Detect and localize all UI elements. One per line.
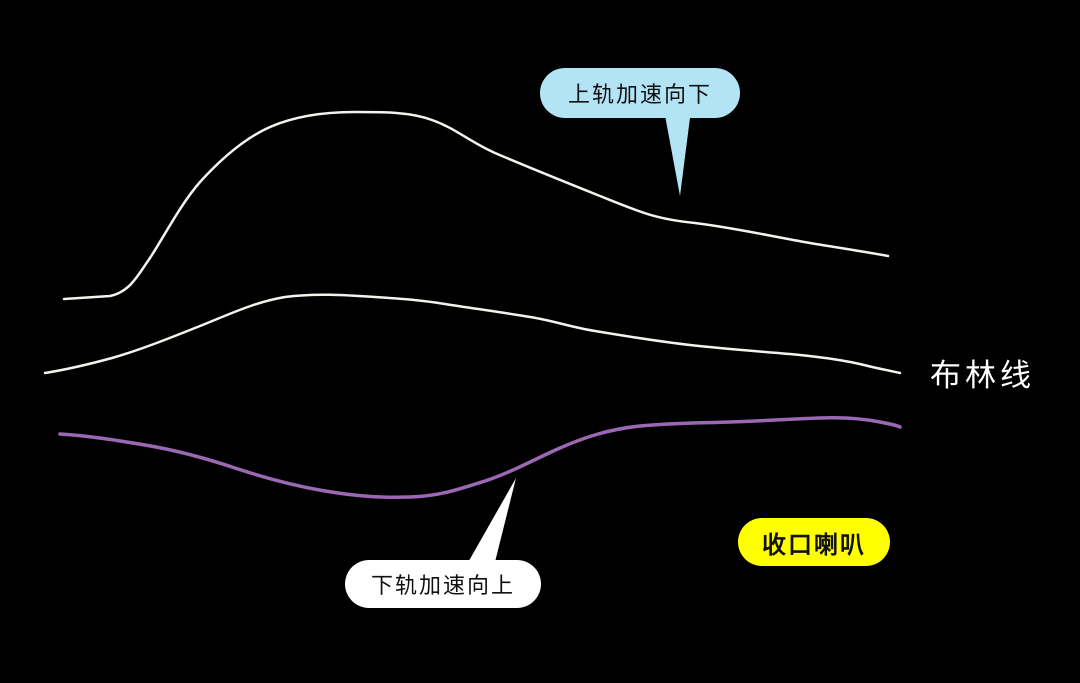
lower-callout-tail (466, 478, 516, 566)
upper-band-curve (62, 110, 890, 301)
upper-callout-label: 上轨加速向下 (567, 82, 712, 107)
upper-callout-bubble: 上轨加速向下 (540, 68, 740, 118)
upper-callout-tail (664, 110, 691, 196)
lower-callout-label: 下轨加速向上 (370, 573, 515, 598)
middle-band-curve (43, 293, 902, 375)
converge-badge: 收口喇叭 (738, 518, 890, 566)
lower-band-curve (58, 416, 902, 499)
chart-title: 布林线 (930, 358, 1035, 393)
converge-badge-label: 收口喇叭 (762, 531, 866, 559)
lower-callout-bubble: 下轨加速向上 (345, 560, 541, 608)
